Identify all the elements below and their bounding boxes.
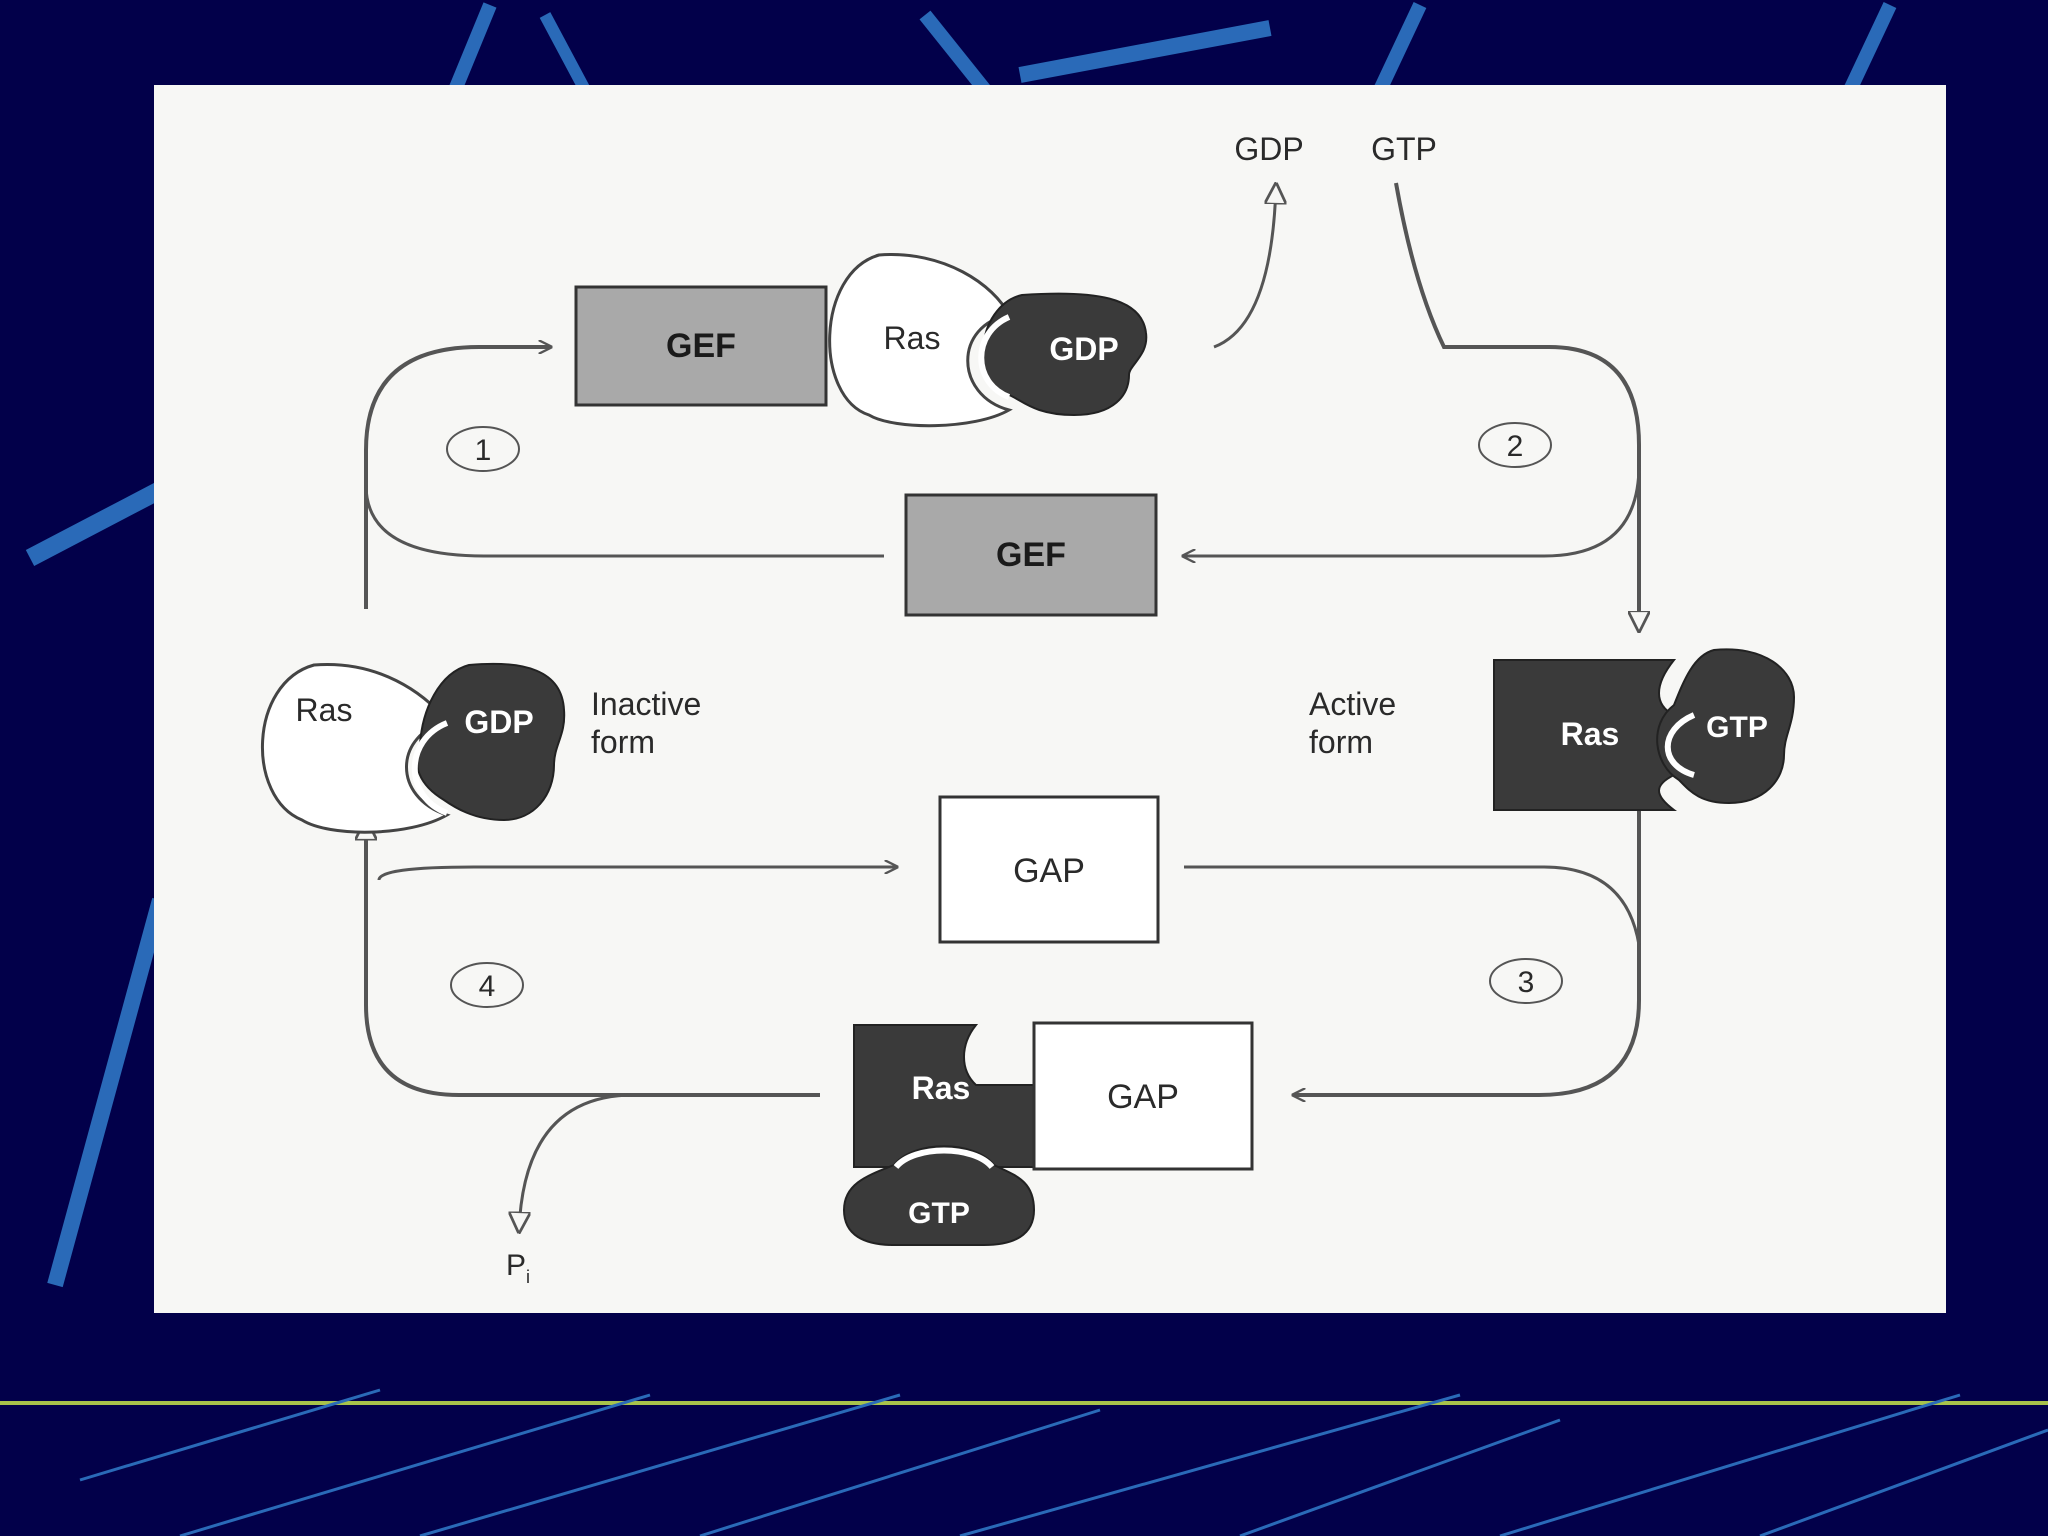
cycle2-gef-release-arc	[1184, 464, 1641, 556]
step-4-label: 4	[479, 970, 496, 1003]
gtp-bottom-label: GTP	[908, 1197, 970, 1230]
gef-box-top	[574, 285, 828, 407]
gef-box-middle	[904, 493, 1158, 617]
cycle1-left-loop	[364, 347, 550, 609]
cycle4-left-loop	[366, 821, 820, 1097]
active-form-line2: form	[1309, 724, 1373, 760]
top-complex: GEF Ras GDP	[574, 253, 1148, 428]
gdp-inactive-socket-rim	[411, 720, 449, 816]
background-stripes	[25, 2, 1897, 1288]
step-1-marker: 1	[446, 426, 520, 472]
gap-middle-label: GAP	[1013, 852, 1085, 890]
step-4-marker: 4	[450, 962, 524, 1008]
inactive-form-line2: form	[591, 724, 655, 760]
active-ras-gtp: Active form Ras GTP	[1309, 648, 1796, 811]
inactive-ras-gdp: Ras GDP Inactive form	[261, 662, 701, 834]
gap-free: GAP	[938, 795, 1160, 944]
phosphate: P i	[506, 1249, 530, 1287]
inactive-form-line1: Inactive	[591, 686, 701, 722]
step-2-label: 2	[1507, 430, 1524, 463]
active-form-line1: Active	[1309, 686, 1396, 722]
gap-bottom-label: GAP	[1107, 1078, 1179, 1116]
ras-inactive-label: Ras	[296, 692, 353, 728]
gap-box-bottom	[1032, 1021, 1254, 1171]
cycle1-gef-return-arc	[364, 484, 884, 558]
gtp-bottom-socket-rim	[893, 1147, 995, 1170]
step-3-label: 3	[1518, 966, 1535, 999]
step-1-label: 1	[475, 434, 492, 467]
bottom-streaks	[79, 1388, 2048, 1536]
gap-binding-arrow	[377, 867, 896, 881]
gdp-shape-inactive	[415, 662, 566, 822]
phosphate-release-arrow	[519, 1093, 635, 1231]
gdp-top-socket-rim	[978, 314, 1011, 400]
phosphate-label: P	[506, 1249, 526, 1282]
gef-middle-label: GEF	[996, 536, 1066, 574]
gtp-shape-active	[1656, 648, 1796, 805]
ras-top-label: Ras	[884, 320, 941, 356]
gdp-release-arrow	[1213, 185, 1276, 349]
gtp-binding-curve	[1394, 182, 1639, 630]
ras-bottom-label: Ras	[912, 1070, 971, 1106]
gtp-shape-bottom	[842, 1145, 1036, 1246]
gdp-top-label: GDP	[1049, 331, 1118, 367]
ras-shape-inactive	[261, 663, 451, 834]
gtp-in-label: GTP	[1371, 131, 1437, 167]
ras-shape-top	[828, 253, 1013, 428]
step-2-marker: 2	[1478, 422, 1552, 468]
gef-top-label: GEF	[666, 327, 736, 365]
gdp-inactive-label: GDP	[464, 704, 533, 740]
phosphate-subscript: i	[526, 1267, 530, 1287]
diagram-panel: 1 2 3 4 GEF Ras GDP GDP GTP GEF Ras GDP …	[154, 85, 1946, 1313]
gap-box-middle	[938, 795, 1160, 944]
cycle3-right-loop	[1294, 798, 1641, 1095]
gdp-out-label: GDP	[1234, 131, 1303, 167]
gtp-active-label: GTP	[1706, 711, 1768, 744]
gtp-active-socket-rim	[1664, 712, 1696, 778]
ras-active-label: Ras	[1561, 716, 1620, 752]
gap-release-arc	[1184, 865, 1641, 946]
gef-free: GEF	[904, 493, 1158, 617]
bottom-complex: Ras GAP GTP	[842, 1021, 1254, 1246]
step-3-marker: 3	[1489, 958, 1563, 1004]
ras-cycle-diagram: 1 2 3 4 GEF Ras GDP GDP GTP GEF Ras GDP …	[261, 131, 1796, 1287]
